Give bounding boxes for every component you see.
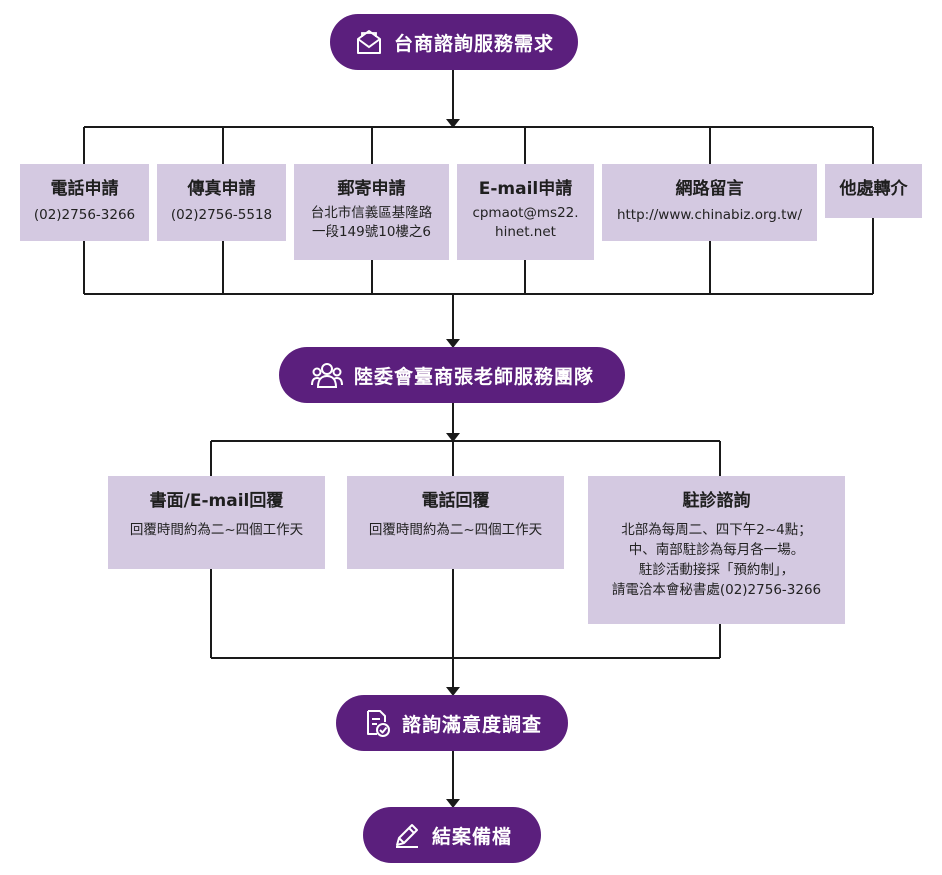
response-detail: 回覆時間約為二~四個工作天 — [129, 522, 304, 538]
step-case-archive: 結案備檔 — [363, 807, 541, 863]
channel-title: 電話申請 — [50, 179, 119, 199]
response-onsite-consultation: 駐診諮詢 北部為每周二、四下午2~4點； 中、南部駐診為每月各一場。 駐診活動接… — [588, 476, 845, 624]
step-satisfaction-survey: 諮詢滿意度調查 — [336, 695, 568, 751]
pen-icon — [395, 824, 418, 848]
response-detail: 駐診活動接採「預約制」， — [638, 562, 795, 578]
channel-email: E-mail申請 cpmaot@ms22. hinet.net — [457, 164, 594, 260]
channel-detail: 一段149號10樓之6 — [311, 224, 432, 240]
response-detail: 請電洽本會秘書處(02)2756-3266 — [611, 582, 822, 598]
people-group-icon — [310, 363, 343, 388]
envelope-icon — [356, 30, 381, 54]
channel-title: 網路留言 — [675, 179, 744, 199]
channel-detail: hinet.net — [495, 224, 556, 240]
channel-detail: http://www.chinabiz.org.tw/ — [616, 207, 803, 223]
channel-detail: (02)2756-3266 — [33, 207, 136, 223]
step-title: 陸委會臺商張老師服務團隊 — [353, 365, 594, 388]
channel-detail: 台北市信義區基隆路 — [310, 205, 433, 221]
channel-title: 傳真申請 — [187, 179, 256, 199]
step-title: 台商諮詢服務需求 — [393, 32, 554, 55]
response-phone: 電話回覆 回覆時間約為二~四個工作天 — [347, 476, 564, 569]
response-title: 駐診諮詢 — [682, 491, 751, 511]
channel-mail: 郵寄申請 台北市信義區基隆路 一段149號10樓之6 — [294, 164, 449, 260]
response-title: 電話回覆 — [421, 491, 490, 511]
channel-detail: (02)2756-5518 — [170, 207, 273, 223]
channel-web-message: 網路留言 http://www.chinabiz.org.tw/ — [602, 164, 817, 241]
channel-fax: 傳真申請 (02)2756-5518 — [157, 164, 286, 241]
step-title: 諮詢滿意度調查 — [401, 713, 542, 736]
channel-title: E-mail申請 — [478, 179, 573, 199]
channel-title: 他處轉介 — [839, 179, 908, 199]
channel-phone: 電話申請 (02)2756-3266 — [20, 164, 149, 241]
response-written-email: 書面/E-mail回覆 回覆時間約為二~四個工作天 — [108, 476, 325, 569]
response-detail: 回覆時間約為二~四個工作天 — [368, 522, 543, 538]
document-check-icon — [366, 710, 390, 737]
response-detail: 中、南部駐診為每月各一場。 — [628, 542, 805, 558]
channel-detail: cpmaot@ms22. — [472, 205, 579, 221]
step-title: 結案備檔 — [431, 825, 512, 848]
channel-title: 郵寄申請 — [337, 179, 406, 199]
channel-referral: 他處轉介 — [825, 164, 922, 218]
step-service-team: 陸委會臺商張老師服務團隊 — [279, 347, 625, 403]
response-detail: 北部為每周二、四下午2~4點； — [621, 522, 812, 538]
response-title: 書面/E-mail回覆 — [149, 491, 284, 511]
step-service-request: 台商諮詢服務需求 — [330, 14, 578, 70]
